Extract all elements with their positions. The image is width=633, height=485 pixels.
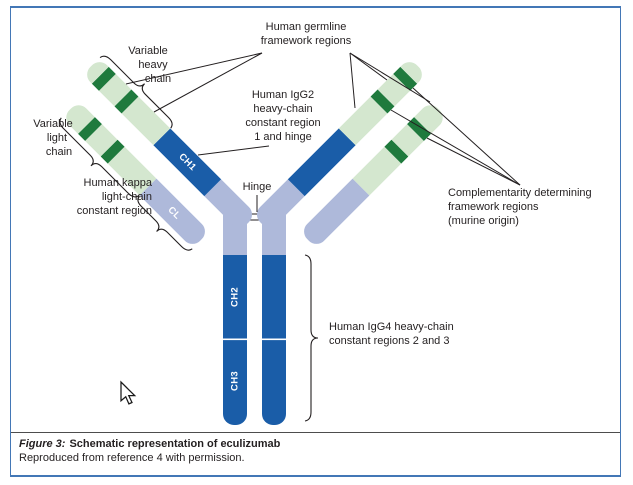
kappa-label: Human kappa light-chain constant region (77, 177, 153, 217)
variable-light-label: Variable light chain (33, 118, 73, 158)
germline-pointer-line (153, 52, 263, 113)
germline-label: Human germline framework regions (261, 21, 352, 47)
igg4-label-line: Human IgG4 heavy-chain (329, 321, 454, 333)
figure-caption: Figure 3:Schematic representation of ecu… (11, 432, 620, 465)
stem-left-heavy-chain: CH2 CH3 (223, 210, 247, 425)
left-arm-heavy-chain: CH1 (82, 57, 257, 232)
framework-segment (400, 57, 427, 84)
ch1-segment (287, 128, 356, 197)
germline-pointer-line (349, 52, 388, 81)
variable-light-label-line: chain (46, 146, 72, 158)
framework-segment (377, 73, 411, 107)
cdr-segment (370, 89, 395, 114)
cdr-label-line: Complementarity determining (448, 187, 592, 199)
domain-divider (223, 338, 247, 341)
framework-segment (98, 73, 132, 107)
antibody-diagram: CH2 CH3 CH1 (33, 21, 592, 425)
igg4-label: Human IgG4 heavy-chain constant regions … (329, 321, 454, 347)
cdr-pointer-line (390, 109, 521, 186)
upper-hinge-segment (204, 179, 257, 232)
cdr-segment (77, 116, 103, 142)
germline-pointer-line (349, 52, 431, 103)
variable-light-label-line: light (47, 132, 67, 144)
framework-segment (338, 96, 388, 146)
variable-heavy-label: Variable heavy chain (128, 45, 171, 85)
caption-title-line: Figure 3:Schematic representation of ecu… (19, 437, 612, 451)
igg4-constant-brace (304, 254, 319, 422)
cdr-label-line: (murine origin) (448, 215, 519, 227)
germline-pointer-line (125, 52, 263, 85)
caption-title: Schematic representation of eculizumab (69, 438, 281, 450)
germline-pointer-lines (125, 52, 431, 113)
right-arm-light-chain (299, 100, 448, 249)
igg2-label-line: heavy-chain (253, 103, 312, 115)
caption-figure-number: Figure 3: (19, 438, 66, 450)
igg2-pointer-line (197, 145, 270, 156)
figure-panel: CH2 CH3 CH1 (10, 6, 621, 477)
framework-segment (121, 96, 171, 146)
upper-hinge-segment (252, 179, 305, 232)
igg2-label-line: 1 and hinge (254, 131, 312, 143)
igg4-label-line: constant regions 2 and 3 (329, 335, 449, 347)
framework-segment (352, 146, 402, 196)
domain-divider (262, 338, 286, 341)
framework-segment (85, 124, 118, 157)
cdr-label-line: framework regions (448, 201, 539, 213)
mouse-cursor (120, 380, 137, 405)
hinge-label: Hinge (243, 181, 272, 193)
right-arm-heavy-chain (252, 57, 427, 232)
cdr-segment (384, 139, 409, 164)
germline-label-line: Human germline (266, 21, 347, 33)
cdr-pointer-line (412, 87, 521, 186)
cdr-pointer-lines (390, 87, 521, 186)
igg2-label-line: Human IgG2 (252, 89, 314, 101)
framework-segment (61, 100, 95, 134)
caption-source: Reproduced from reference 4 with permiss… (19, 452, 245, 464)
cdr-segment (114, 89, 139, 114)
germline-pointer-line (349, 52, 356, 109)
framework-segment (107, 146, 157, 196)
framework-segment (414, 100, 448, 134)
variable-heavy-label-line: chain (145, 73, 171, 85)
germline-label-line: framework regions (261, 35, 352, 47)
framework-segment (391, 124, 424, 157)
cl-segment (139, 178, 210, 249)
cdr-segment (100, 139, 125, 164)
variable-light-label-line: Variable (33, 118, 73, 130)
igg2-label-line: constant region (245, 117, 320, 129)
variable-heavy-label-line: heavy (138, 59, 168, 71)
ch2-label: CH2 (230, 287, 241, 307)
framework-segment (82, 57, 109, 84)
stem-right-heavy-chain (262, 210, 286, 425)
left-arm-light-chain: CL (61, 100, 210, 249)
variable-heavy-brace (99, 55, 173, 129)
kappa-constant-brace (137, 195, 193, 251)
variable-heavy-label-line: Variable (128, 45, 168, 57)
cdr-segment (91, 66, 116, 91)
kappa-label-line: light-chain (102, 191, 152, 203)
ch1-segment (153, 128, 222, 197)
cdr-segment (393, 66, 418, 91)
kappa-label-line: constant region (77, 205, 152, 217)
cdr-pointer-line (426, 137, 521, 186)
ch3-label: CH3 (230, 371, 241, 391)
cdr-label: Complementarity determining framework re… (448, 187, 592, 227)
igg2-label: Human IgG2 heavy-chain constant region 1… (245, 89, 320, 143)
kappa-label-line: Human kappa (84, 177, 153, 189)
cl-segment (299, 178, 370, 249)
